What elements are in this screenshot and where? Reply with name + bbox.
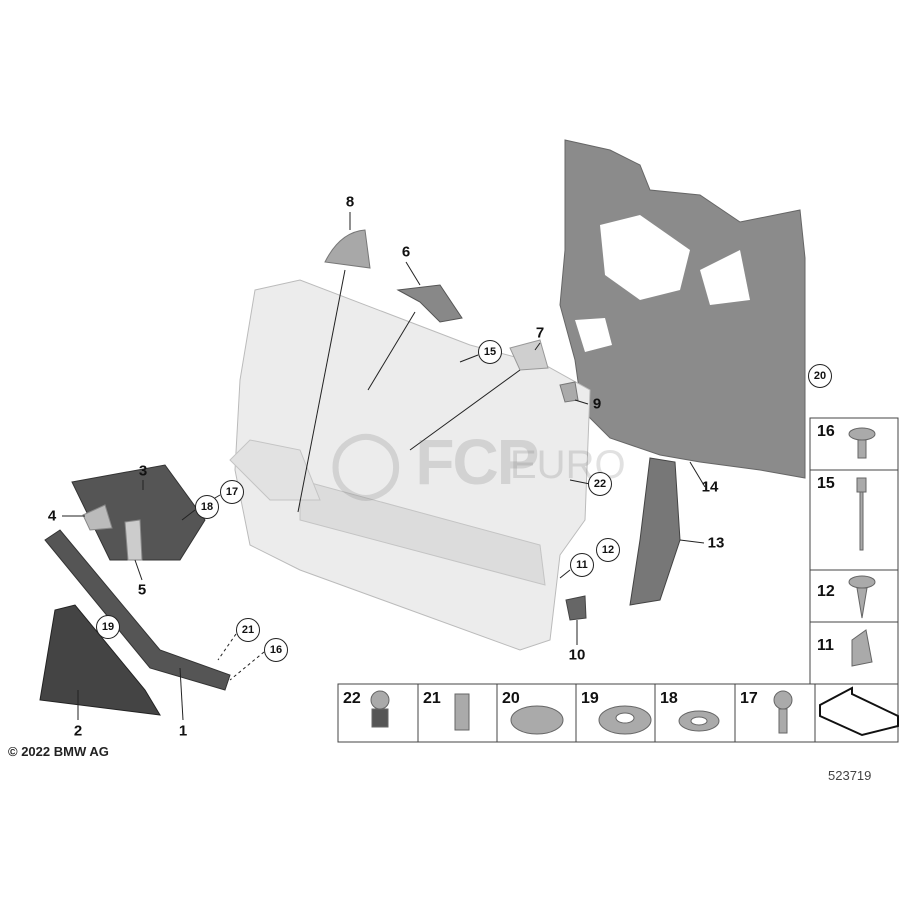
table-part-20: 20 — [502, 690, 520, 707]
callout-12: 12 — [596, 538, 620, 562]
table-part-19: 19 — [581, 690, 599, 707]
callout-20: 20 — [808, 364, 832, 388]
table-part-21: 21 — [423, 690, 441, 707]
callout-16: 16 — [264, 638, 288, 662]
callout-8: 8 — [345, 193, 355, 211]
copyright: © 2022 BMW AG — [8, 744, 109, 759]
sound-insulation-panel — [559, 139, 806, 479]
callout-2: 2 — [73, 722, 83, 740]
table-part-15: 15 — [817, 475, 835, 492]
callout-15: 15 — [478, 340, 502, 364]
callout-19: 19 — [96, 615, 120, 639]
callout-11: 11 — [570, 553, 594, 577]
reference-number: 523719 — [828, 768, 872, 783]
table-part-12: 12 — [817, 583, 835, 600]
callout-5: 5 — [137, 581, 147, 599]
table-part-18: 18 — [660, 690, 678, 707]
callout-1: 1 — [178, 722, 188, 740]
table-part-11: 11 — [817, 637, 834, 654]
callout-21: 21 — [236, 618, 260, 642]
callout-7: 7 — [535, 324, 545, 342]
callout-4: 4 — [47, 507, 57, 525]
callout-6: 6 — [401, 243, 411, 261]
callout-13: 13 — [707, 534, 725, 552]
callout-17: 17 — [220, 480, 244, 504]
callout-10: 10 — [568, 646, 586, 664]
direction-arrow-icon — [819, 686, 899, 737]
callout-3: 3 — [138, 462, 148, 480]
callout-14: 14 — [701, 478, 719, 496]
watermark-logo: ◯ FCP — [330, 426, 539, 498]
callout-9: 9 — [592, 395, 602, 413]
table-part-16: 16 — [817, 423, 835, 440]
callout-18: 18 — [195, 495, 219, 519]
table-part-17: 17 — [740, 690, 758, 707]
table-part-22: 22 — [343, 690, 361, 707]
callout-22: 22 — [588, 472, 612, 496]
